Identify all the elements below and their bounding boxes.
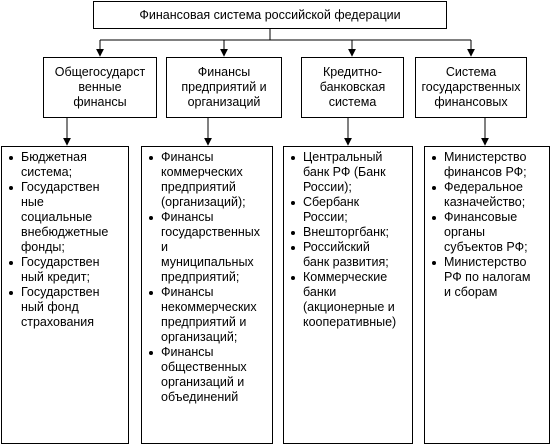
header-label: Кредитно- банковская система xyxy=(319,65,386,109)
root-node: Финансовая система российской федерации xyxy=(93,1,447,29)
list-item: Государствен ный фонд страхования xyxy=(6,285,126,330)
list-item: Российский банк развития; xyxy=(288,240,410,270)
list-item: Внешторгбанк; xyxy=(288,225,410,240)
list-item: Финансы коммерческих предприятий (органи… xyxy=(146,150,270,210)
list-item: Центральный банк РФ (Банк России); xyxy=(288,150,410,195)
root-title: Финансовая система российской федерации xyxy=(139,7,401,22)
header-label: Финансы предприятий и организаций xyxy=(181,65,267,109)
list-item: Финансовые органы субъектов РФ; xyxy=(429,210,547,255)
column-state-financial-system: Министерство финансов РФ; Федеральное ка… xyxy=(424,146,550,444)
list-item: Государствен ные социальные внебюджетные… xyxy=(6,180,126,255)
list-item: Сбербанк России; xyxy=(288,195,410,225)
item-list: Бюджетная система; Государствен ные соци… xyxy=(6,150,126,330)
list-item: Государствен ный кредит; xyxy=(6,255,126,285)
header-label: Система государственных финансовых xyxy=(421,65,521,109)
column-credit-banking-system: Центральный банк РФ (Банк России); Сберб… xyxy=(283,146,413,444)
item-list: Министерство финансов РФ; Федеральное ка… xyxy=(429,150,547,300)
header-credit-banking-system: Кредитно- банковская система xyxy=(301,57,404,118)
list-item: Министерство финансов РФ; xyxy=(429,150,547,180)
header-general-state-finance: Общегосударст венные финансы xyxy=(43,57,157,118)
column-enterprise-finance: Финансы коммерческих предприятий (органи… xyxy=(141,146,273,444)
item-list: Финансы коммерческих предприятий (органи… xyxy=(146,150,270,405)
header-label: Общегосударст венные финансы xyxy=(54,65,146,109)
list-item: Федеральное казначейство; xyxy=(429,180,547,210)
header-enterprise-finance: Финансы предприятий и организаций xyxy=(166,57,282,118)
list-item: Финансы некоммерческих предприятий и орг… xyxy=(146,285,270,345)
column-general-state-finance: Бюджетная система; Государствен ные соци… xyxy=(1,146,129,444)
list-item: Финансы государственных и муниципальных … xyxy=(146,210,270,285)
list-item: Коммерческие банки (акционерные и коопер… xyxy=(288,270,410,330)
item-list: Центральный банк РФ (Банк России); Сберб… xyxy=(288,150,410,330)
header-state-financial-system: Система государственных финансовых xyxy=(415,57,527,118)
list-item: Министерство РФ по налогам и сборам xyxy=(429,255,547,300)
list-item: Финансы общественных организаций и объед… xyxy=(146,345,270,405)
list-item: Бюджетная система; xyxy=(6,150,126,180)
